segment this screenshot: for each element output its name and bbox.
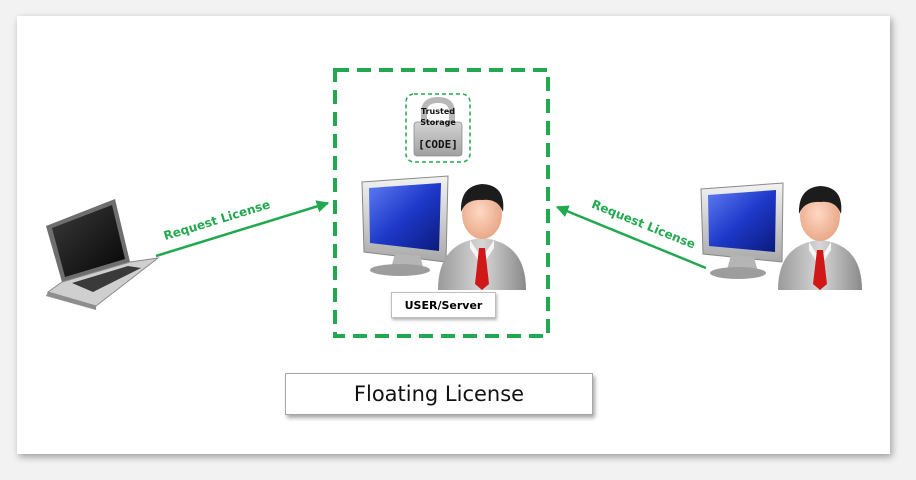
right-request-arrow (555, 205, 707, 270)
storage-line1: Trusted (421, 107, 455, 116)
trusted-storage: Trusted Storage [CODE] (405, 93, 471, 163)
storage-line2: Storage (420, 118, 456, 127)
user-icon (438, 184, 526, 290)
lock-icon (413, 96, 463, 157)
server-monitor-icon (361, 175, 449, 276)
server-boundary (333, 68, 550, 338)
storage-code: [CODE] (418, 138, 458, 151)
client-user-icon (778, 186, 862, 290)
server-label: USER/Server (391, 292, 496, 318)
client-monitor-icon (700, 182, 784, 279)
left-request-arrow (155, 200, 330, 258)
laptop-icon (46, 199, 160, 310)
diagram-title: Floating License (285, 373, 593, 415)
